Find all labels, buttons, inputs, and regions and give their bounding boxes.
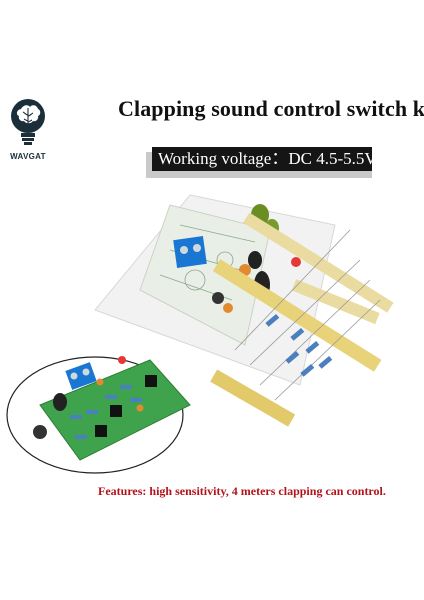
brand-name: WAVGAT (10, 152, 46, 161)
spec-banner: Working voltage：DC 4.5-5.5V (152, 147, 372, 171)
features-text: Features: high sensitivity, 4 meters cla… (98, 484, 386, 498)
brain-bulb-icon (11, 99, 45, 145)
page-title: Clapping sound control switch kit (118, 96, 424, 121)
product-photo (6, 194, 394, 474)
